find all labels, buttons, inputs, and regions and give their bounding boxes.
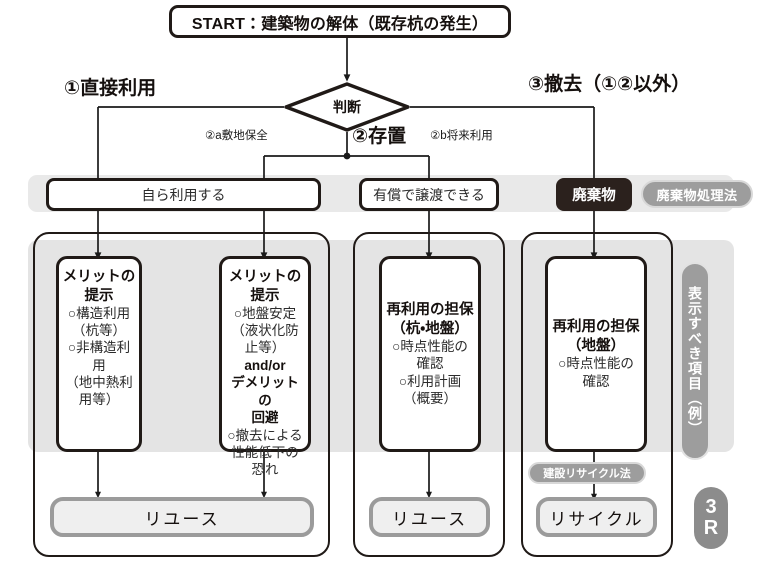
group-container-removal — [521, 232, 673, 557]
detail-item: ○時点性能の — [392, 339, 468, 355]
row1-box-waste: 廃棄物 — [556, 178, 632, 211]
detail-item: （地中熱利 — [65, 374, 133, 390]
row1-box-self-use: 自ら利用する — [46, 178, 321, 211]
detail-box-merit-structural: メリットの 提示 ○構造利用 （杭等） ○非構造利用 （地中熱利 用等） — [56, 256, 142, 452]
detail-head-line1: 再利用の担保 — [386, 302, 474, 319]
detail-item: 止等） — [244, 340, 286, 356]
branch-label-direct-use: ①直接利用 — [64, 78, 157, 99]
badge-3r: 3 R — [694, 487, 728, 549]
branch-label-site-preservation: ②a敷地保全 — [205, 130, 268, 142]
detail-box-merit-ground: メリットの 提示 ○地盤安定 （液状化防 止等） and/or デメリットの 回… — [219, 256, 311, 477]
row1-label-self-use: 自ら利用する — [141, 186, 226, 203]
detail-item: 用等） — [78, 391, 120, 407]
detail-item: 性能低下の — [231, 444, 299, 460]
badge-3r-line2: R — [703, 517, 719, 539]
group-container-transfer — [353, 232, 505, 557]
row1-pill-waste-disposal-law: 廃棄物処理法 — [641, 180, 753, 208]
detail-item: （液状化防 — [231, 323, 299, 339]
outcome-box-recycle: リサイクル — [536, 497, 657, 537]
outcome-label-reuse-transfer: リユース — [391, 509, 468, 529]
start-terminator: START：建築物の解体（既存杭の発生） — [169, 5, 511, 38]
start-label: START：建築物の解体（既存杭の発生） — [191, 15, 489, 33]
detail-item: ○時点性能の — [558, 356, 634, 372]
decision-label: 判断 — [333, 99, 361, 115]
outcome-label-reuse-direct: リユース — [144, 509, 220, 529]
branch-label-removal: ③撤去（①②以外） — [528, 74, 691, 95]
row1-box-paid-transfer: 有償で譲渡できる — [359, 178, 499, 211]
detail-item: ○撤去による — [227, 427, 303, 443]
detail-mid-line1: and/or — [244, 357, 286, 373]
detail-item: 確認 — [582, 373, 610, 389]
detail-head-line1: 再利用の担保 — [552, 319, 640, 336]
detail-item: ○地盤安定 — [233, 306, 297, 322]
detail-mid-line3: 回避 — [251, 410, 279, 426]
row1-label-paid-transfer: 有償で譲渡できる — [373, 186, 485, 203]
detail-item: ○構造利用 — [67, 306, 131, 322]
pill-construction-recycling-law: 建設リサイクル法 — [528, 462, 646, 484]
detail-box-reuse-assurance-ground: 再利用の担保 （地盤） ○時点性能の 確認 — [545, 256, 647, 452]
detail-item: 恐れ — [251, 461, 279, 477]
detail-item: （杭等） — [72, 323, 126, 339]
detail-item: 確認 — [416, 356, 444, 372]
branch-label-retain: ②存置 — [352, 126, 407, 147]
outcome-box-reuse-direct: リユース — [50, 497, 314, 537]
badge-3r-line1: 3 — [705, 496, 717, 518]
detail-head-line2: 提示 — [250, 287, 280, 304]
detail-mid-line2: デメリットの — [231, 375, 299, 408]
detail-item: ○非構造利用 — [67, 340, 131, 373]
side-pill-label: 表示すべき項目（例） — [687, 286, 703, 436]
outcome-label-recycle: リサイクル — [549, 509, 644, 529]
side-pill-items-to-display: 表示すべき項目（例） — [680, 262, 710, 460]
detail-box-reuse-assurance-pile-ground: 再利用の担保 （杭・地盤） ○時点性能の 確認 ○利用計画 （概要） — [379, 256, 481, 452]
row1-label-waste-disposal-law: 廃棄物処理法 — [656, 187, 738, 203]
detail-head-line2: 提示 — [84, 287, 114, 304]
detail-head-line2: （地盤） — [567, 337, 625, 354]
detail-item: （概要） — [403, 390, 457, 406]
outcome-box-reuse-transfer: リユース — [369, 497, 490, 537]
detail-item: ○利用計画 — [398, 373, 462, 389]
detail-head-line1: メリットの — [228, 269, 302, 285]
decision-diamond: 判断 — [284, 82, 410, 132]
row1-label-waste: 廃棄物 — [572, 188, 616, 204]
detail-head-line2: （杭・地盤） — [391, 320, 469, 337]
pill-label-construction-recycling-law: 建設リサイクル法 — [543, 468, 631, 480]
detail-head-line1: メリットの — [62, 269, 136, 285]
group-container-direct-use — [33, 232, 330, 557]
branch-label-future-use: ②b将来利用 — [430, 130, 493, 142]
